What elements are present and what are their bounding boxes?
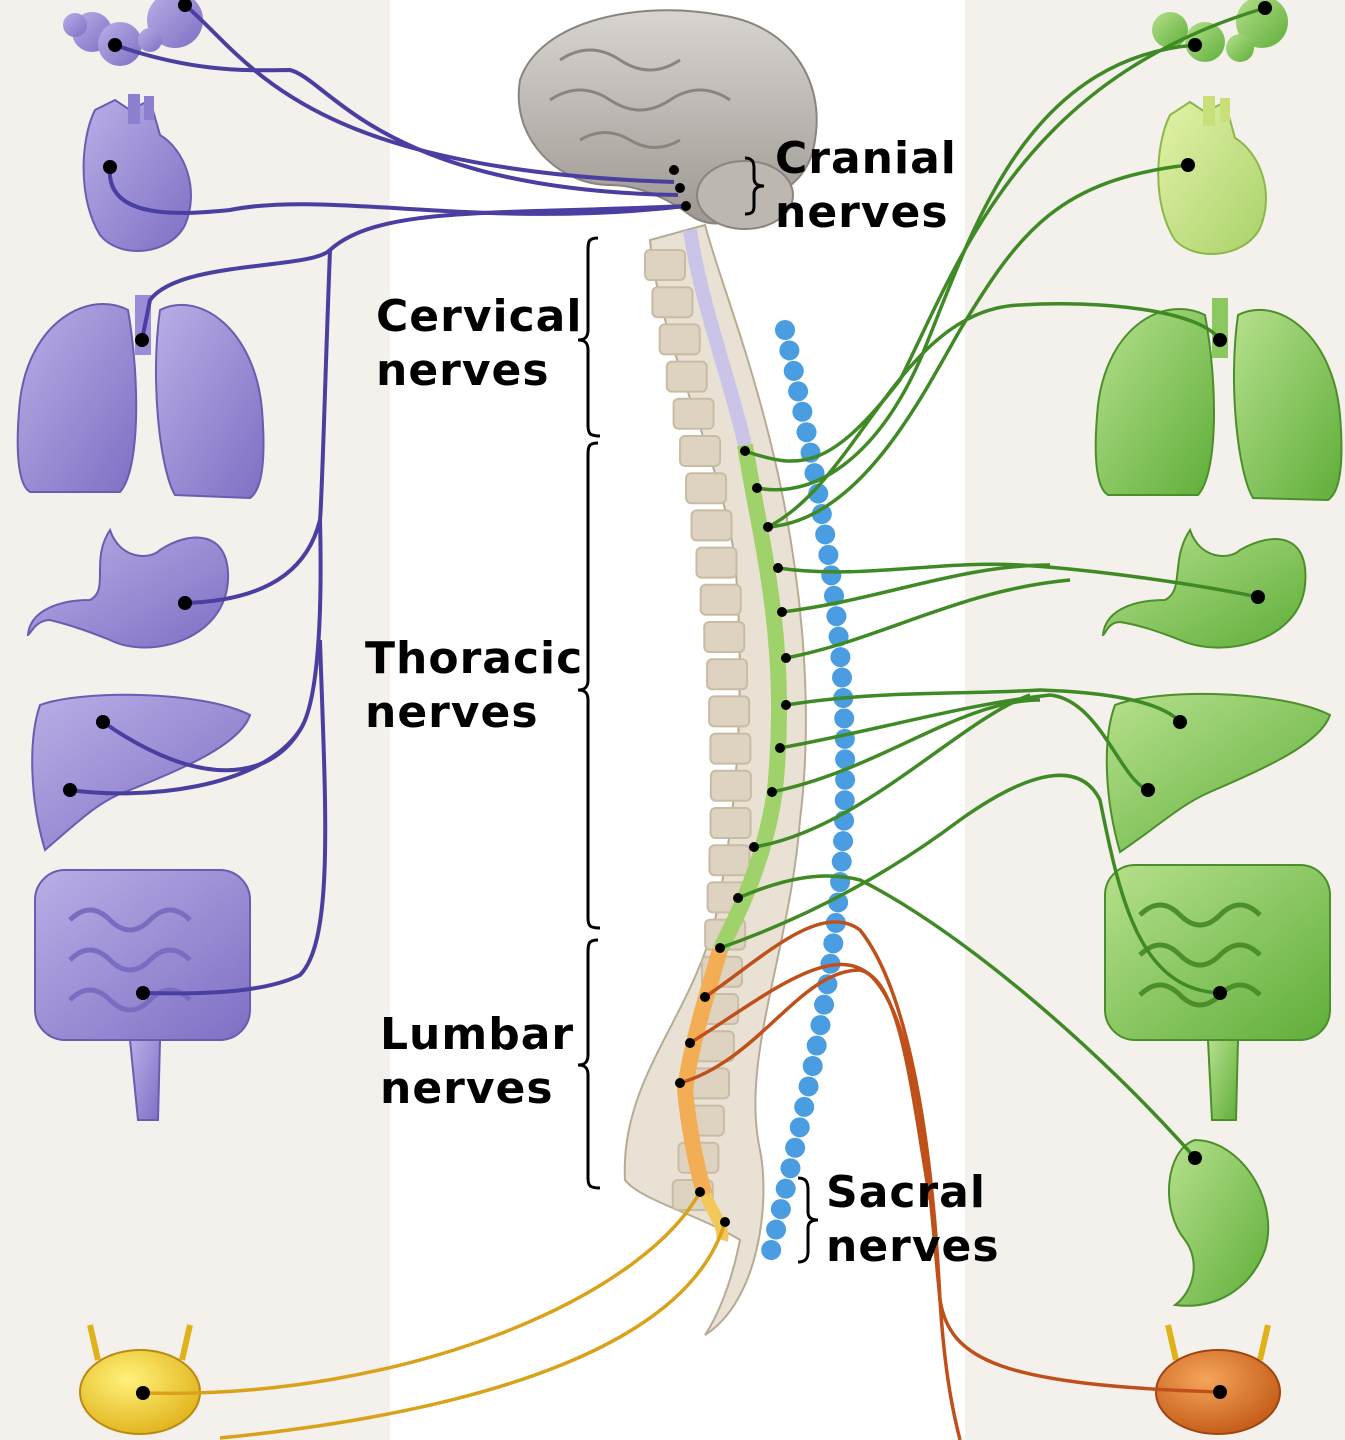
vertebra — [692, 510, 732, 540]
lumbar-nerves-label: Lumbar nerves — [380, 1008, 574, 1116]
chain-ganglion — [794, 1097, 814, 1117]
sacral-nerves-label: Sacral nerves — [826, 1166, 1000, 1274]
liver-left — [32, 695, 250, 850]
cranial-nerves-label: Cranial nerves — [775, 132, 957, 240]
bladder-right — [1156, 1325, 1280, 1434]
chain-ganglion — [821, 565, 841, 585]
vertebra — [709, 696, 749, 726]
vertebra — [707, 659, 747, 689]
chain-ganglion — [833, 831, 853, 851]
chain-ganglion — [784, 361, 804, 381]
vertebra — [711, 808, 751, 838]
chain-ganglion — [815, 524, 835, 544]
lungs-left — [18, 295, 264, 498]
vertebra — [704, 622, 744, 652]
vertebra — [696, 548, 736, 578]
vertebra — [674, 399, 714, 429]
lungs-right — [1096, 298, 1342, 500]
chain-ganglion — [826, 606, 846, 626]
chain-ganglion — [785, 1138, 805, 1158]
chain-ganglion — [823, 933, 843, 953]
vertebra — [686, 473, 726, 503]
chain-ganglion — [766, 1220, 786, 1240]
chain-ganglion — [771, 1199, 791, 1219]
chain-ganglion — [780, 1158, 800, 1178]
cranial-line2: nerves — [775, 186, 957, 240]
vertebra — [660, 324, 700, 354]
chain-ganglion — [807, 1036, 827, 1056]
vertebra — [711, 771, 751, 801]
chain-ganglion — [818, 545, 838, 565]
sacral-line2: nerves — [826, 1220, 1000, 1274]
chain-ganglion — [832, 852, 852, 872]
vertebra — [701, 585, 741, 615]
chain-ganglion — [810, 1015, 830, 1035]
thoracic-line1: Thoracic — [365, 632, 583, 686]
chain-ganglion — [814, 995, 834, 1015]
sacral-fibers — [143, 1192, 725, 1438]
adrenal-kidney-right — [1169, 1140, 1268, 1306]
chain-ganglion — [790, 1117, 810, 1137]
stomach-left — [28, 530, 228, 648]
lumbar-line1: Lumbar — [380, 1008, 574, 1062]
chain-ganglion — [832, 668, 852, 688]
cervical-line1: Cervical — [376, 290, 582, 344]
chain-ganglion — [792, 402, 812, 422]
vertebra — [652, 287, 692, 317]
chain-ganglion — [830, 647, 850, 667]
vertebra — [680, 436, 720, 466]
chain-ganglion — [788, 381, 808, 401]
chain-ganglion — [775, 320, 795, 340]
heart-right — [1158, 96, 1266, 254]
chain-ganglion — [776, 1179, 796, 1199]
cervical-nerves-label: Cervical nerves — [376, 290, 582, 398]
chain-ganglion — [834, 708, 854, 728]
chain-ganglion — [803, 1056, 823, 1076]
chain-ganglion — [761, 1240, 781, 1260]
thoracic-nerves-label: Thoracic nerves — [365, 632, 583, 740]
vertebra — [710, 734, 750, 764]
heart-left — [84, 94, 191, 251]
chain-ganglion — [779, 340, 799, 360]
vertebra — [645, 250, 685, 280]
chain-ganglion — [799, 1076, 819, 1096]
cranial-line1: Cranial — [775, 132, 957, 186]
chain-ganglion — [797, 422, 817, 442]
vertebra — [709, 845, 749, 875]
cervical-line2: nerves — [376, 344, 582, 398]
thoracic-line2: nerves — [365, 686, 583, 740]
sacral-line1: Sacral — [826, 1166, 1000, 1220]
lumbar-line2: nerves — [380, 1062, 574, 1116]
bladder-left — [80, 1325, 200, 1434]
vertebra — [667, 362, 707, 392]
liver-right — [1107, 694, 1330, 852]
